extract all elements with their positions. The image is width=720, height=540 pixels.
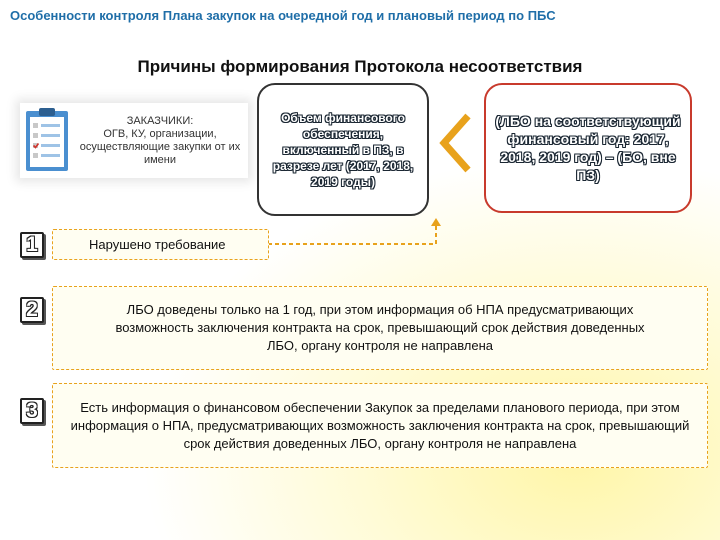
financial-volume-text: Объем финансового обеспечения, включенны… (272, 110, 414, 189)
reason-text-1: Нарушено требование (89, 236, 226, 252)
reason-text-3: Есть информация о финансовом обеспечении… (70, 399, 690, 451)
customer-text: ЗАКАЗЧИКИ: ОГВ, КУ, организации, осущест… (72, 115, 248, 167)
customer-description: ОГВ, КУ, организации, осуществляющие зак… (79, 128, 241, 166)
page-header-title: Особенности контроля Плана закупок на оч… (10, 8, 556, 23)
lbo-box: (ЛБО на соответствующий финансовый год: … (484, 83, 692, 213)
reason-number-2: 2 (20, 297, 44, 323)
lbo-text: (ЛБО на соответствующий финансовый год: … (495, 113, 681, 183)
reason-number-1: 1 (20, 232, 44, 258)
financial-volume-box: Объем финансового обеспечения, включенны… (257, 83, 429, 216)
reason-box-2: ЛБО доведены только на 1 год, при этом и… (52, 286, 708, 370)
clipboard-icon (26, 108, 68, 171)
section-title: Причины формирования Протокола несоответ… (137, 57, 583, 76)
reason-box-3: Есть информация о финансовом обеспечении… (52, 383, 708, 468)
reason-number-3: 3 (20, 398, 44, 424)
less-than-icon (439, 113, 471, 173)
reason-box-1: Нарушено требование (52, 229, 269, 260)
reason-text-2: ЛБО доведены только на 1 год, при этом и… (115, 302, 645, 353)
customer-title: ЗАКАЗЧИКИ: (126, 115, 194, 127)
customer-box: ЗАКАЗЧИКИ: ОГВ, КУ, организации, осущест… (20, 103, 248, 178)
connector-arrow-icon (268, 218, 441, 245)
